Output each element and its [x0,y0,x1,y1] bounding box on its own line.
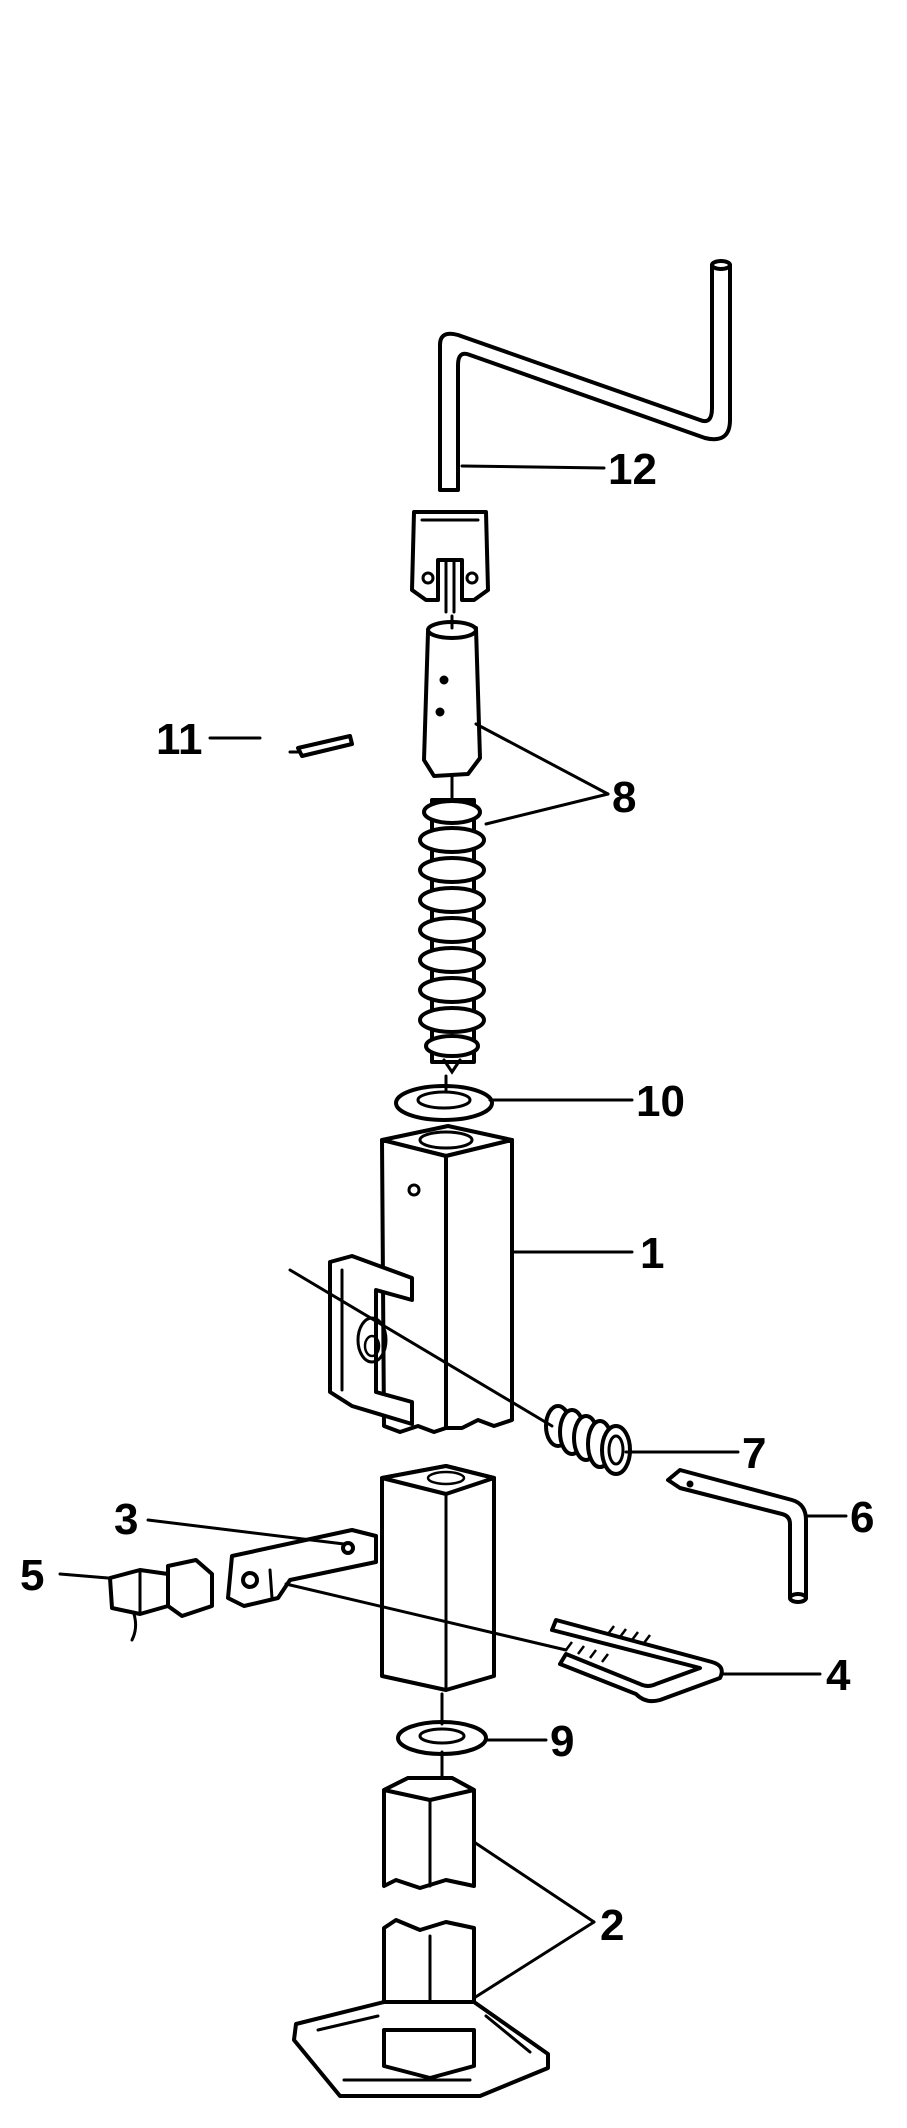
callout-labels: 12 11 8 10 1 7 6 3 5 4 9 2 [20,445,874,1950]
part-2-inner-leg [292,1776,550,2098]
center-lines [284,614,568,1780]
callout-12: 12 [608,445,657,494]
inner-tube-section [380,1464,496,1692]
callout-3: 3 [114,1495,138,1544]
callout-7: 7 [742,1429,766,1478]
part-5-clamp-blocks [108,1558,214,1642]
part-10-washer [394,1084,494,1122]
part-9-washer [396,1720,488,1756]
callout-4: 4 [826,1651,851,1700]
callout-6: 6 [850,1493,874,1542]
part-11-pin [288,734,354,758]
part-8-threaded-spindle [418,798,486,1075]
callout-11: 11 [156,715,203,764]
callout-9: 9 [550,1717,574,1766]
callout-2: 2 [600,1901,624,1950]
part-3-bracket-plate [226,1528,378,1608]
leader-lines [58,464,848,2000]
callout-1: 1 [640,1229,664,1278]
callout-8: 8 [612,773,636,822]
part-8-screw-sleeve [422,620,482,778]
part-4-u-bolt [550,1618,724,1704]
part-6-lock-pin [666,1468,808,1604]
part-1-outer-tube [328,1124,514,1434]
callout-5: 5 [20,1551,44,1600]
part-7-spring [544,1404,632,1476]
callout-10: 10 [636,1077,685,1126]
part-12-crank-handle [410,259,732,614]
